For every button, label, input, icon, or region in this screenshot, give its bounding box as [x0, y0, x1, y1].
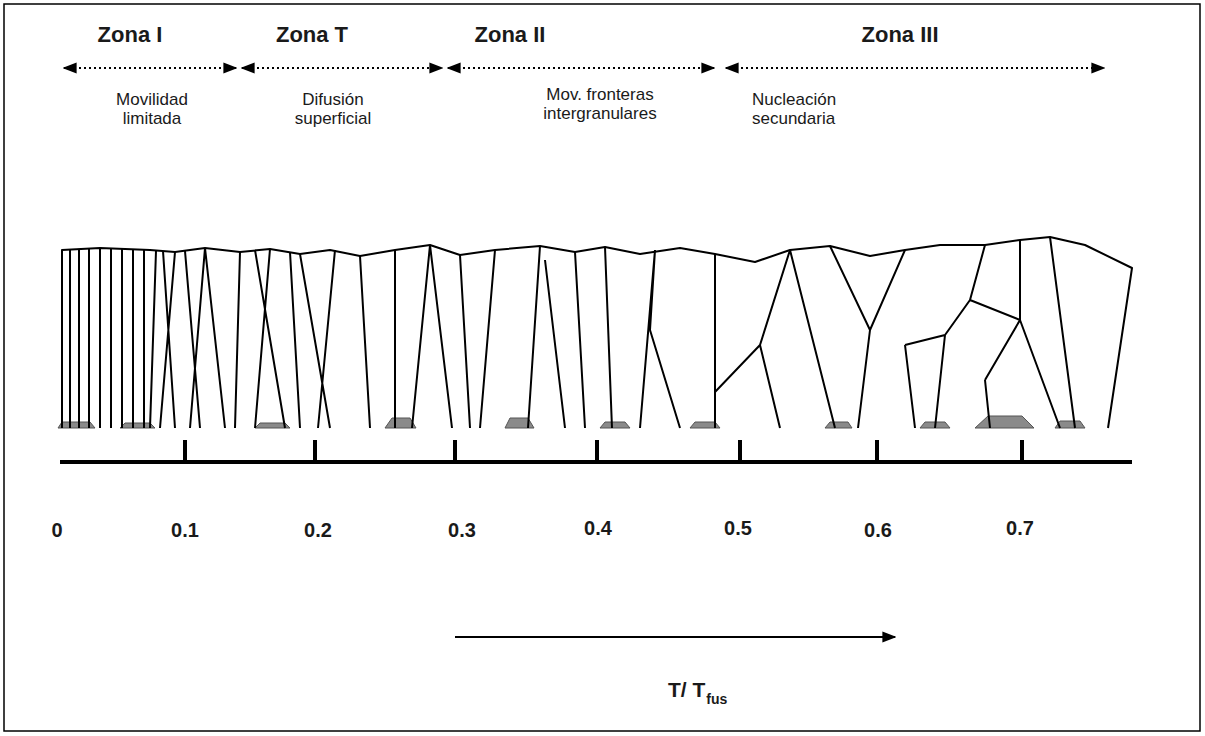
axis-label: T/ T	[668, 678, 705, 701]
zone-heading: Zona II	[475, 23, 546, 47]
zone-description: Difusión superficial	[278, 91, 388, 128]
zone-heading: Zona III	[862, 23, 939, 47]
tick-label: 0.4	[584, 517, 612, 539]
tick-label: 0.6	[864, 519, 892, 541]
tick-label: 0.5	[724, 517, 752, 539]
temperature-axis	[60, 440, 1132, 462]
tick-label: 0.2	[304, 519, 332, 541]
direction-arrow	[455, 636, 895, 638]
tick-label: 0.3	[448, 519, 476, 541]
zone-heading: Zona I	[98, 23, 163, 47]
grain-boundaries	[62, 237, 1132, 428]
zone-range-arrows	[64, 67, 1104, 69]
tick-label: 0.1	[171, 519, 199, 541]
substrate-nuclei	[58, 416, 1085, 428]
zone-description: Movilidad limitada	[97, 91, 207, 128]
zone-description: Mov. fronteras intergranulares	[520, 86, 680, 123]
zone-description: Nucleación secundaria	[752, 91, 872, 128]
tick-label: 0.7	[1006, 517, 1034, 539]
frame	[4, 4, 1200, 731]
zone-heading: Zona T	[276, 23, 348, 47]
tick-label: 0	[51, 519, 62, 541]
axis-label-subscript: fus	[706, 692, 727, 707]
